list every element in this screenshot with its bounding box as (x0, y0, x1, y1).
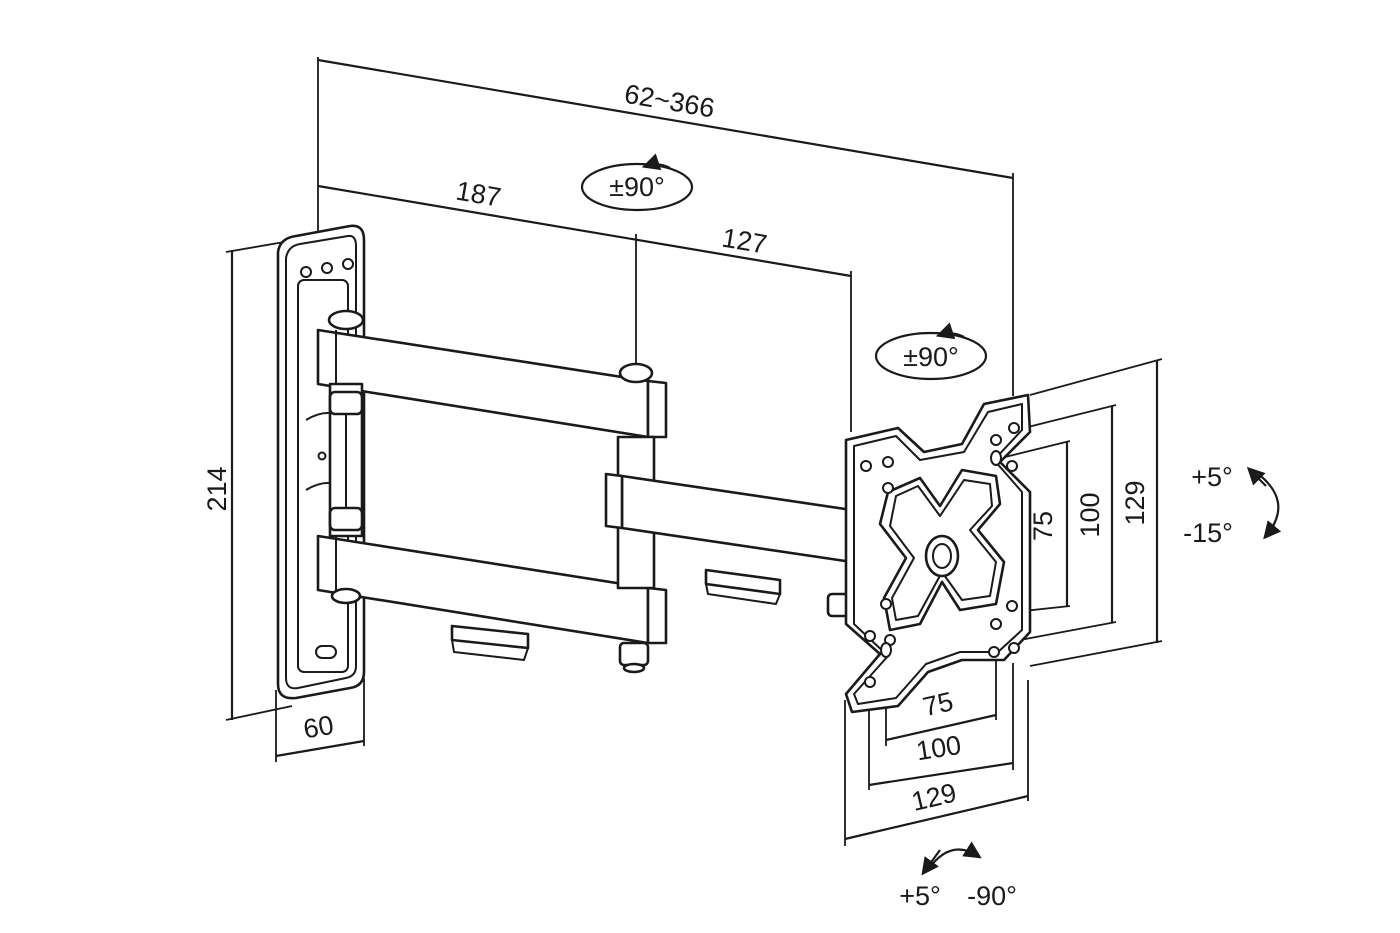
tilt-down-label: -15° (1183, 518, 1233, 548)
tilt-up-label: +5° (1191, 462, 1233, 492)
vesa-h-mid-label: 100 (914, 730, 963, 766)
vesa-v-small-label: 75 (1028, 511, 1058, 541)
dimension-lines (225, 57, 1163, 846)
vesa-h-small-label: 75 (920, 686, 956, 722)
pan-left-label: +5° (899, 881, 941, 911)
pan-right-label: -90° (967, 881, 1017, 911)
first-arm (316, 309, 668, 674)
rotation-labels: ±90° ±90° +5° -15° +5° -90° (609, 172, 1233, 911)
arm-second-label: 127 (720, 223, 769, 260)
arm-swivel-indicator (580, 153, 694, 212)
head-swivel-label: ±90° (903, 342, 959, 372)
arm-first-label: 187 (454, 176, 503, 213)
vesa-plate (844, 393, 1032, 714)
arm-swivel-label: ±90° (609, 172, 665, 202)
vesa-h-large-label: 129 (909, 777, 960, 816)
pan-indicator (921, 841, 982, 876)
tilt-indicator (1246, 466, 1282, 540)
vesa-v-large-label: 129 (1120, 480, 1150, 525)
head-swivel-indicator (874, 322, 988, 381)
wall-height-label: 214 (202, 466, 232, 511)
total-extension-label: 62~366 (622, 79, 717, 124)
vesa-v-mid-label: 100 (1075, 492, 1105, 537)
wall-width-label: 60 (301, 710, 336, 745)
